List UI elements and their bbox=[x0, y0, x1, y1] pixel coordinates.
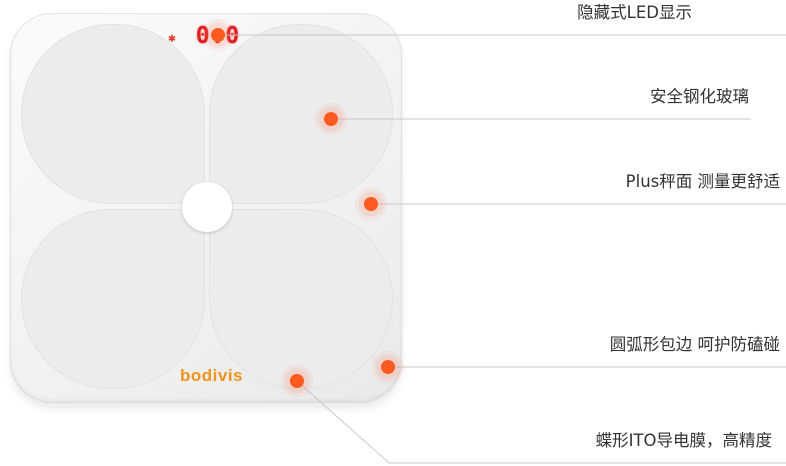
leader-line-ito bbox=[296, 380, 786, 464]
feature-label-edge: 圆弧形包边 呵护防磕碰 bbox=[609, 335, 780, 354]
marker-edge bbox=[373, 352, 403, 382]
bluetooth-icon: ✱ bbox=[167, 34, 177, 45]
feature-label-led: 隐藏式LED显示 bbox=[577, 3, 692, 22]
marker-ito bbox=[282, 366, 312, 396]
marker-led bbox=[203, 20, 233, 50]
feature-label-glass: 安全钢化玻璃 bbox=[650, 87, 749, 106]
glass-pad-top-left bbox=[21, 24, 205, 204]
glass-pad-bottom-left bbox=[21, 209, 205, 389]
feature-label-ito: 蝶形ITO导电膜，高精度 bbox=[595, 431, 772, 450]
glass-pad-bottom-right bbox=[209, 209, 393, 389]
marker-surface bbox=[356, 189, 386, 219]
brand-logo: bodivis bbox=[180, 366, 244, 385]
center-knob bbox=[182, 182, 232, 232]
glass-pad-top-right bbox=[209, 24, 393, 204]
marker-glass bbox=[316, 104, 346, 134]
feature-label-surface: Plus秤面 测量更舒适 bbox=[625, 172, 780, 191]
